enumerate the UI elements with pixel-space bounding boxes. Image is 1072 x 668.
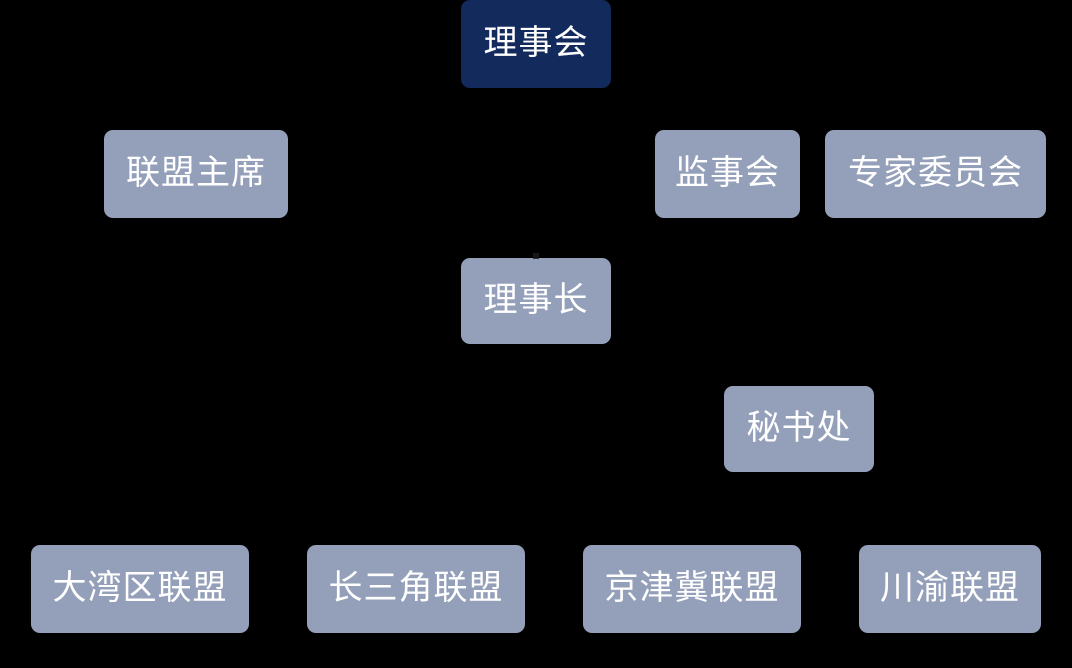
org-node-label: 监事会 [675,154,780,192]
org-node-greater-bay-area-alliance[interactable]: 大湾区联盟 [31,545,249,633]
org-node-label: 大湾区联盟 [52,569,228,607]
org-node-label: 专家委员会 [848,154,1023,192]
org-node-expert-committee[interactable]: 专家委员会 [825,130,1046,218]
org-node-label: 理事长 [483,281,589,319]
org-node-label: 川渝联盟 [880,569,1020,607]
org-node-beijing-tianjin-hebei-alliance[interactable]: 京津冀联盟 [583,545,801,633]
org-node-label: 秘书处 [746,409,852,447]
org-node-secretariat[interactable]: 秘书处 [724,386,874,472]
org-node-yangtze-delta-alliance[interactable]: 长三角联盟 [307,545,525,633]
org-node-chengdu-chongqing-alliance[interactable]: 川渝联盟 [859,545,1041,633]
org-node-alliance-chairman[interactable]: 联盟主席 [104,130,288,218]
org-node-board-of-directors[interactable]: 理事会 [461,0,611,88]
org-node-label: 联盟主席 [126,154,266,192]
org-node-chairman-of-board[interactable]: 理事长 [461,258,611,344]
org-node-label: 长三角联盟 [328,569,504,607]
org-node-label: 理事会 [483,24,589,62]
org-node-board-of-supervisors[interactable]: 监事会 [655,130,800,218]
org-node-label: 京津冀联盟 [604,569,780,607]
connector-stub-chairman-of-board [533,253,539,259]
